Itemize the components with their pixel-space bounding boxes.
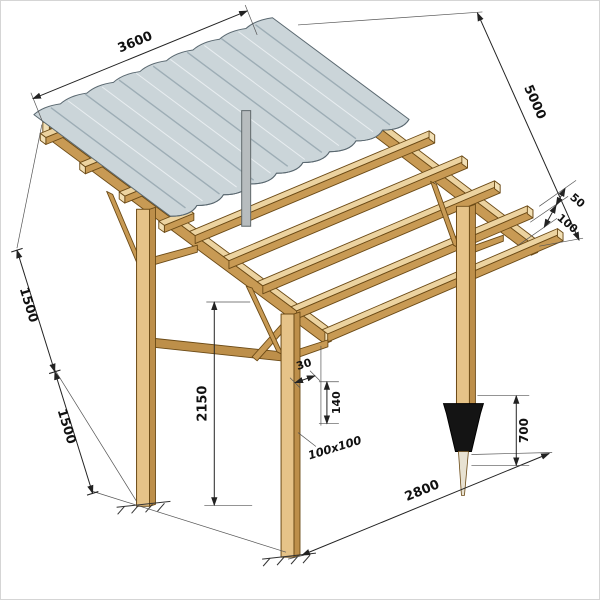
dimension-50-label: 50: [567, 191, 587, 211]
post-front-left: [136, 206, 156, 507]
dimension-2150-label: 2150: [195, 386, 210, 422]
dimension-3600-label: 3600: [116, 29, 155, 57]
dimension-700: 700: [471, 394, 531, 467]
dimension-30: 30: [289, 356, 321, 388]
callout-post-section: 100x100: [297, 432, 363, 463]
knee-brace: [149, 244, 198, 267]
rafter: [222, 155, 468, 270]
dimension-1500b-label: 1500: [54, 407, 79, 446]
ground-anchor: [442, 403, 485, 452]
corrugated-roof-sheet: [33, 17, 410, 217]
dimension-700-label: 700: [517, 418, 531, 443]
support-pole: [241, 110, 252, 227]
dimension-30-label: 30: [295, 356, 314, 373]
post-front-center: [280, 311, 301, 558]
post-section-label: 100x100: [306, 433, 363, 463]
dimension-2800: 2800: [287, 452, 553, 560]
dimension-1500a-label: 1500: [16, 286, 41, 325]
dimension-140: 140: [318, 345, 343, 426]
post-back-right: [455, 203, 476, 407]
dimension-140-label: 140: [330, 391, 343, 414]
dimension-2800-label: 2800: [403, 477, 442, 505]
dimension-2150: 2150: [195, 301, 253, 507]
dimension-5000-label: 5000: [520, 83, 548, 122]
